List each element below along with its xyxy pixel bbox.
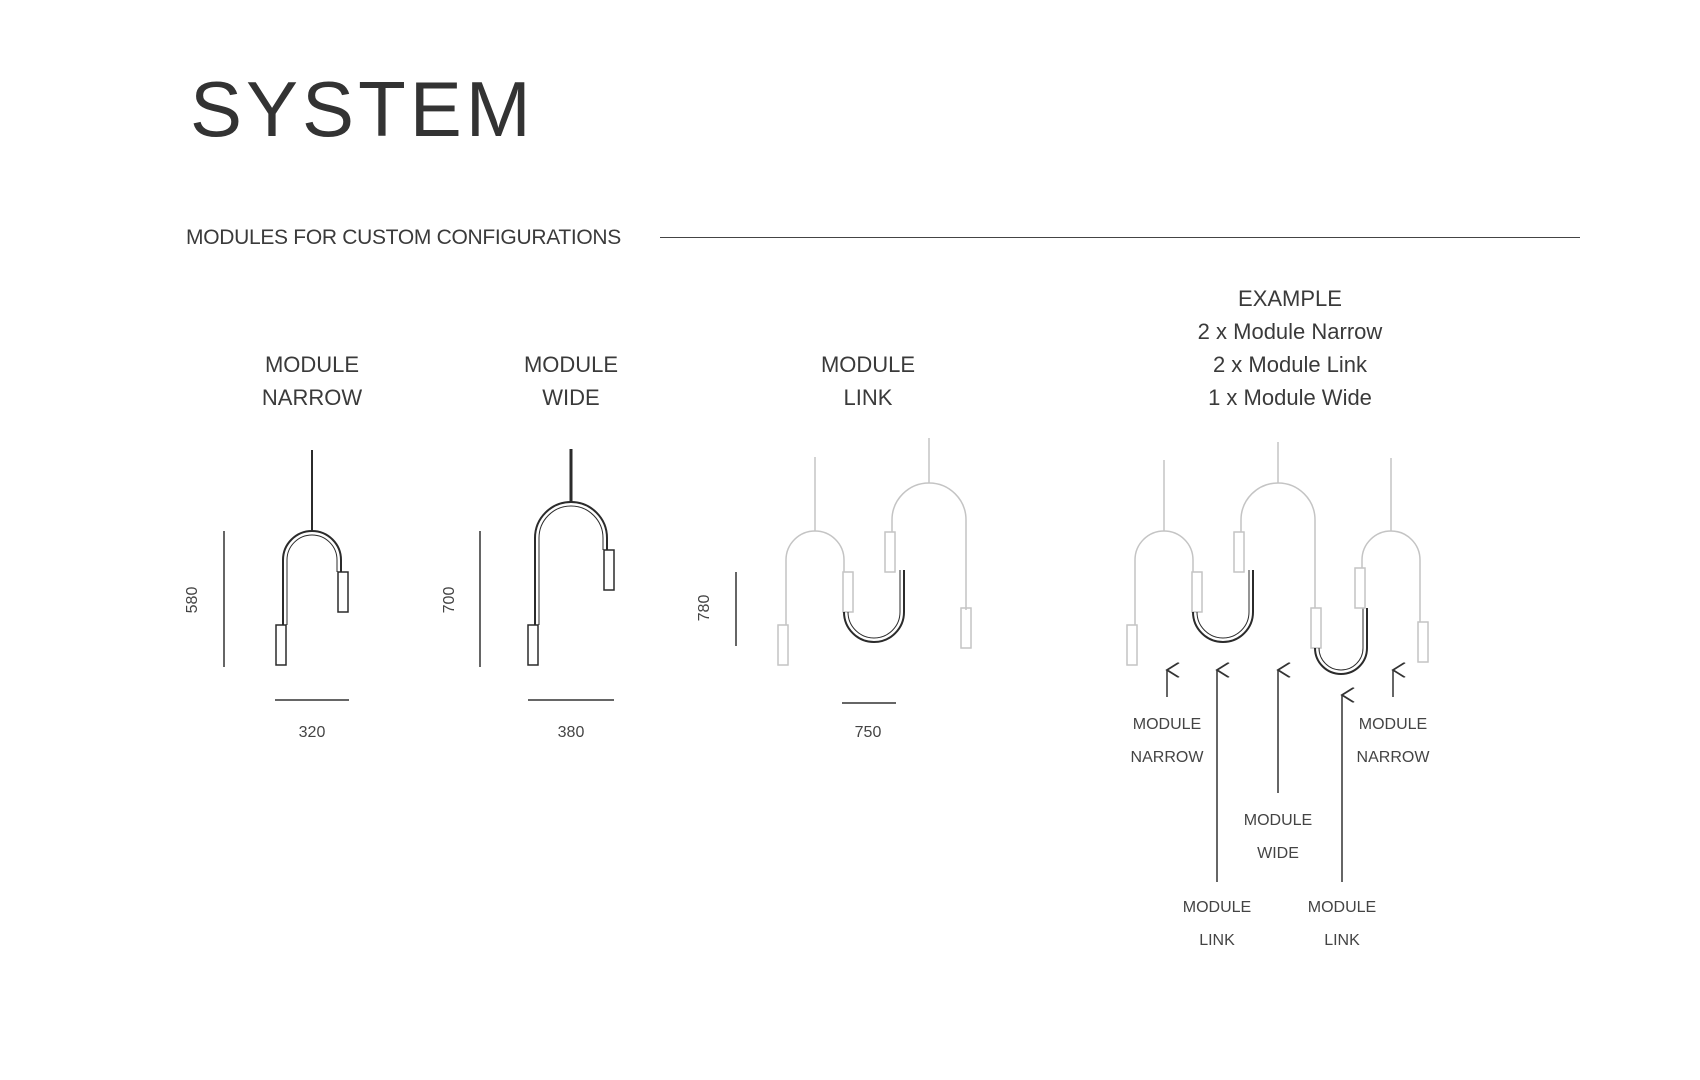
- module-link-title: MODULE LINK: [821, 348, 915, 414]
- module-narrow-title-line2: NARROW: [261, 385, 363, 410]
- page-title: SYSTEM: [190, 65, 535, 153]
- link-lamp-left: [777, 624, 789, 666]
- ex-narrow-right-arch: [1361, 530, 1421, 622]
- ex-lamp-3: [1233, 531, 1245, 573]
- example-line-2: 2 x Module Link: [1212, 352, 1368, 377]
- ex-narrow-left-arch: [1134, 530, 1194, 625]
- callout-link-left-line1: MODULE: [1182, 899, 1252, 916]
- example-heading: EXAMPLE: [1238, 286, 1342, 311]
- wide-arch-inner: [538, 505, 604, 625]
- module-link-title-line2: LINK: [843, 385, 893, 410]
- module-wide-title: MODULE WIDE: [524, 348, 618, 414]
- callout-link-right: MODULE LINK: [1308, 891, 1376, 957]
- callout-narrow-left-line2: NARROW: [1130, 749, 1204, 766]
- callout-link-right-line1: MODULE: [1307, 899, 1377, 916]
- ex-link-right-curve-inner: [1318, 608, 1364, 671]
- section-divider: [660, 237, 1580, 238]
- callout-wide-line1: MODULE: [1243, 812, 1313, 829]
- link-u-curve-inner: [847, 570, 901, 639]
- callout-link-left: MODULE LINK: [1183, 891, 1251, 957]
- wide-lamp-right: [603, 549, 615, 591]
- ex-lamp-6: [1417, 621, 1429, 663]
- callout-narrow-right-line2: NARROW: [1356, 749, 1430, 766]
- callout-narrow-right-line1: MODULE: [1358, 716, 1428, 733]
- link-lamp-right: [960, 607, 972, 649]
- ex-lamp-2: [1191, 571, 1203, 613]
- link-width-dimension: 750: [854, 724, 882, 741]
- example-line-1: 2 x Module Narrow: [1197, 319, 1383, 344]
- example-arrows: [1167, 670, 1393, 882]
- ex-link-left-curve: [1192, 570, 1254, 643]
- section-heading: MODULES FOR CUSTOM CONFIGURATIONS: [186, 226, 622, 249]
- callout-link-left-line2: LINK: [1199, 932, 1235, 949]
- module-wide-title-line2: WIDE: [542, 385, 600, 410]
- narrow-arch: [282, 530, 342, 625]
- link-u-curve: [843, 570, 905, 643]
- module-link-drawing: [777, 438, 972, 666]
- example-drawing: [1126, 442, 1429, 675]
- narrow-width-dimension: 320: [298, 724, 326, 741]
- wide-arch: [534, 501, 608, 625]
- callout-link-right-line2: LINK: [1324, 932, 1360, 949]
- callout-wide: MODULE WIDE: [1244, 804, 1312, 870]
- ex-link-left-curve-inner: [1196, 570, 1250, 639]
- narrow-arch-inner: [286, 534, 338, 625]
- ex-lamp-5: [1354, 567, 1366, 609]
- link-arch-right: [891, 482, 967, 610]
- wide-lamp-left: [527, 624, 539, 666]
- module-narrow-drawing: [275, 450, 349, 666]
- callout-narrow-left: MODULE NARROW: [1131, 708, 1204, 774]
- module-wide-title-line1: MODULE: [523, 352, 619, 377]
- ex-lamp-1: [1126, 624, 1138, 666]
- callout-narrow-left-line1: MODULE: [1132, 716, 1202, 733]
- module-narrow-title-line1: MODULE: [264, 352, 360, 377]
- callout-narrow-right: MODULE NARROW: [1357, 708, 1430, 774]
- module-wide-drawing: [527, 449, 615, 666]
- ex-lamp-4: [1310, 607, 1322, 649]
- link-lamp-mid-right: [884, 531, 896, 573]
- callout-wide-line2: WIDE: [1257, 845, 1299, 862]
- module-link-title-line1: MODULE: [820, 352, 916, 377]
- ex-wide-arch: [1240, 482, 1316, 608]
- link-arch-left: [785, 530, 845, 625]
- module-narrow-title: MODULE NARROW: [262, 348, 362, 414]
- ex-link-right-curve: [1314, 608, 1368, 675]
- link-lamp-mid-left: [842, 571, 854, 613]
- example-line-3: 1 x Module Wide: [1208, 385, 1372, 410]
- wide-width-dimension: 380: [557, 724, 585, 741]
- narrow-lamp-right: [337, 571, 349, 613]
- example-title-block: EXAMPLE 2 x Module Narrow 2 x Module Lin…: [1198, 282, 1383, 414]
- narrow-lamp-left: [275, 624, 287, 666]
